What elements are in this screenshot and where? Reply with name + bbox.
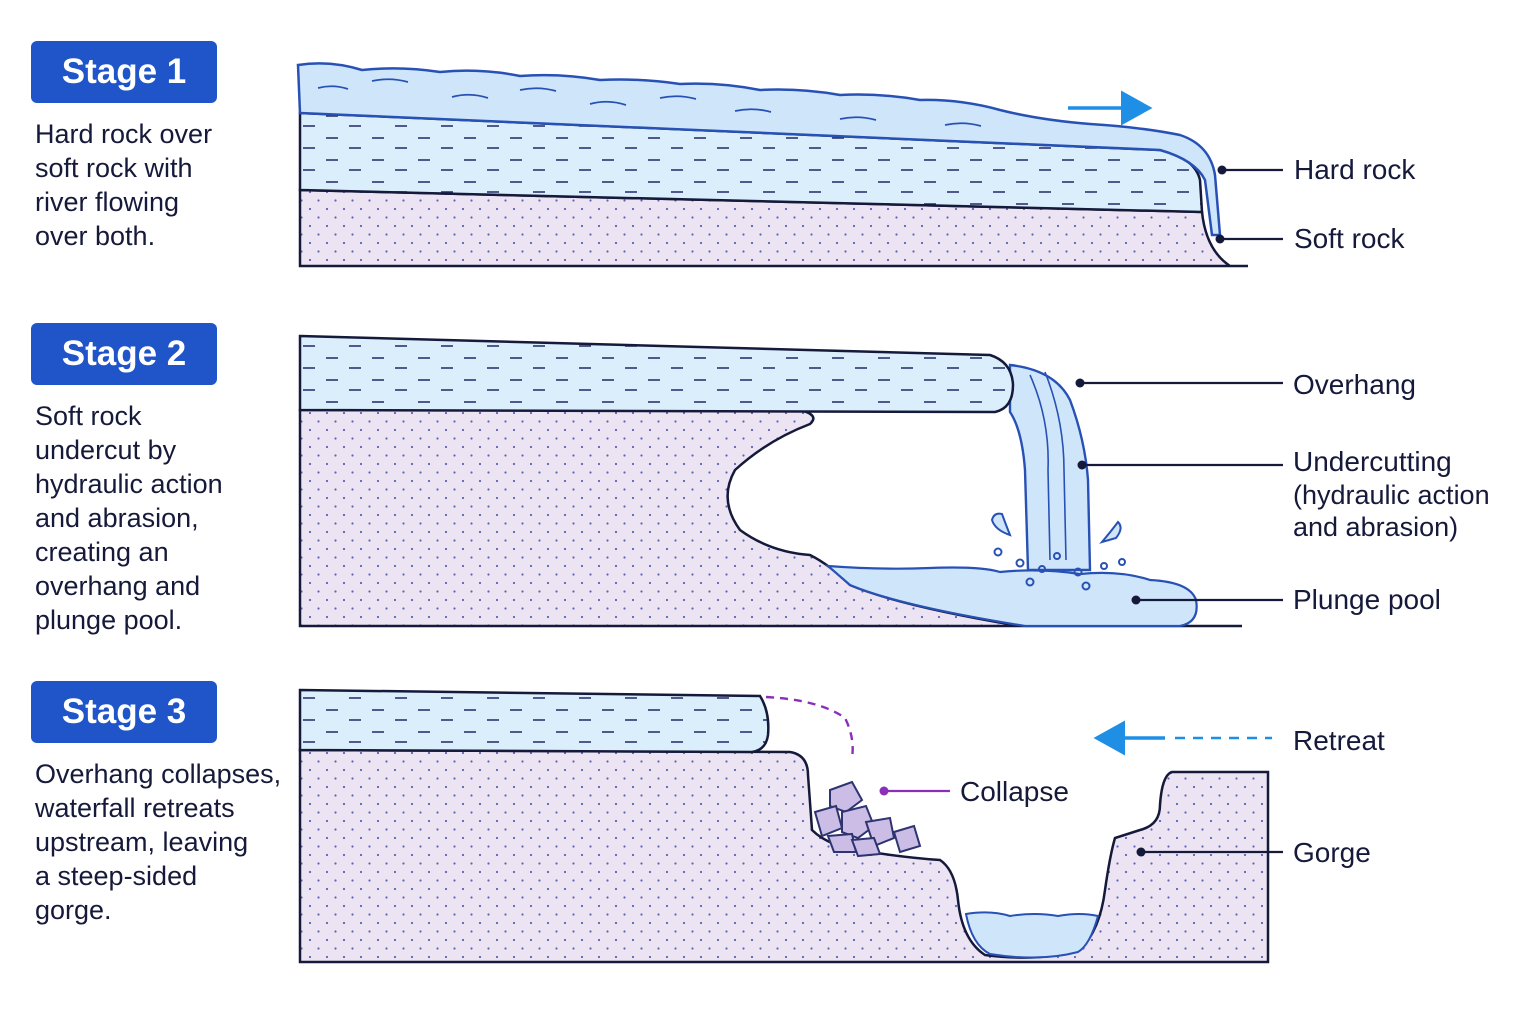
hard-rock-leader — [1217, 165, 1283, 175]
stage-2-description: Soft rock undercut by hydraulic action a… — [35, 401, 223, 635]
overhang-leader — [1075, 378, 1283, 388]
stage-2-hard-rock-overhang — [298, 334, 1015, 414]
stage-2-water-streaks — [1029, 371, 1067, 561]
retreat-label: Retreat — [1293, 725, 1385, 756]
stage-3-cross-section: Collapse Retreat Gorge — [298, 688, 1385, 964]
collapsed-rock-debris — [813, 780, 922, 858]
soft-rock-label: Soft rock — [1294, 223, 1405, 254]
stage-3-collapsed-outline — [765, 695, 854, 759]
stage-2-badge: Stage 2 — [31, 323, 217, 385]
stage-3-soft-rock — [298, 748, 1270, 964]
stage-2-splash — [990, 512, 1126, 591]
overhang-label: Overhang — [1293, 369, 1416, 400]
stage-1-soft-rock — [298, 188, 1248, 268]
plunge-pool-leader — [1131, 595, 1283, 605]
stage-2-falling-water — [1008, 363, 1092, 572]
stage-2-cross-section: Overhang Undercutting (hydraulic action … — [298, 334, 1490, 628]
stage-3-description: Overhang collapses, waterfall retreats u… — [35, 759, 282, 925]
soft-rock-leader — [1215, 234, 1283, 244]
stage-1-river — [296, 62, 1222, 237]
stage-3-hard-rock — [298, 688, 770, 754]
undercutting-detail-line-2: and abrasion) — [1293, 512, 1458, 542]
stage-1-cross-section: Hard rock Soft rock — [296, 62, 1416, 268]
gorge-leader — [1136, 847, 1283, 857]
undercutting-label: Undercutting — [1293, 446, 1452, 477]
stage-1-water-ripples — [317, 78, 982, 127]
stage-1-badge: Stage 1 — [31, 41, 217, 103]
collapse-label: Collapse — [960, 776, 1069, 807]
hard-rock-label: Hard rock — [1294, 154, 1416, 185]
undercutting-leader — [1077, 460, 1283, 470]
stage-1-description: Hard rock over soft rock with river flow… — [35, 119, 213, 251]
stage-2-plunge-pool — [824, 564, 1198, 628]
stage-3-badge: Stage 3 — [31, 681, 217, 743]
plunge-pool-label: Plunge pool — [1293, 584, 1441, 615]
stage-3-gorge-water — [964, 911, 1100, 959]
gorge-label: Gorge — [1293, 837, 1371, 868]
undercutting-detail-line-1: (hydraulic action — [1293, 480, 1490, 510]
collapse-leader — [879, 786, 950, 796]
